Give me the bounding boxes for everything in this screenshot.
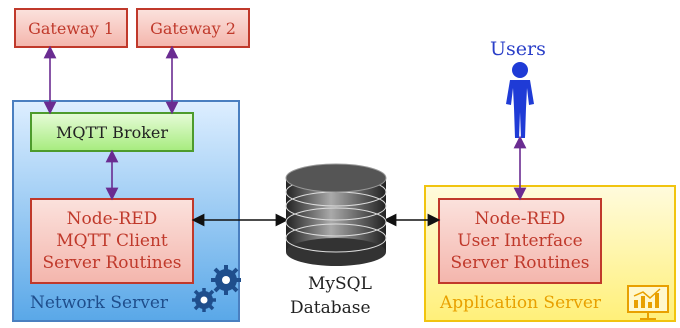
node-red-ui-line-3: Server Routines (450, 253, 590, 273)
node-red-mqtt-client-line-1: Node-RED (66, 209, 158, 229)
gateway-2-label: Gateway 2 (150, 18, 236, 38)
gear-icon (211, 265, 241, 295)
database-icon (285, 163, 387, 266)
gateway-1-label: Gateway 1 (28, 18, 114, 38)
mysql-label: MySQL (308, 274, 372, 294)
node-red-ui-line-2: User Interface (457, 231, 583, 251)
mqtt-broker-label: MQTT Broker (55, 122, 169, 142)
node-red-mqtt-client-line-2: MQTT Client (56, 231, 168, 251)
node-red-mqtt-client-line-3: Server Routines (42, 253, 182, 273)
gateway-2-box: Gateway 2 (136, 8, 250, 48)
gateway-1-box: Gateway 1 (14, 8, 128, 48)
user-icon (506, 62, 534, 138)
monitor-chart-icon (627, 285, 669, 320)
node-red-ui-line-1: Node-RED (474, 209, 566, 229)
node-red-user-interface-box: Node-RED User Interface Server Routines (438, 198, 602, 284)
application-server-label: Application Server (440, 293, 602, 313)
users-label: Users (490, 38, 546, 60)
gear-icon (192, 288, 216, 312)
node-red-mqtt-client-box: Node-RED MQTT Client Server Routines (30, 198, 194, 284)
network-server-label: Network Server (30, 293, 169, 313)
database-label: Database (290, 298, 371, 318)
